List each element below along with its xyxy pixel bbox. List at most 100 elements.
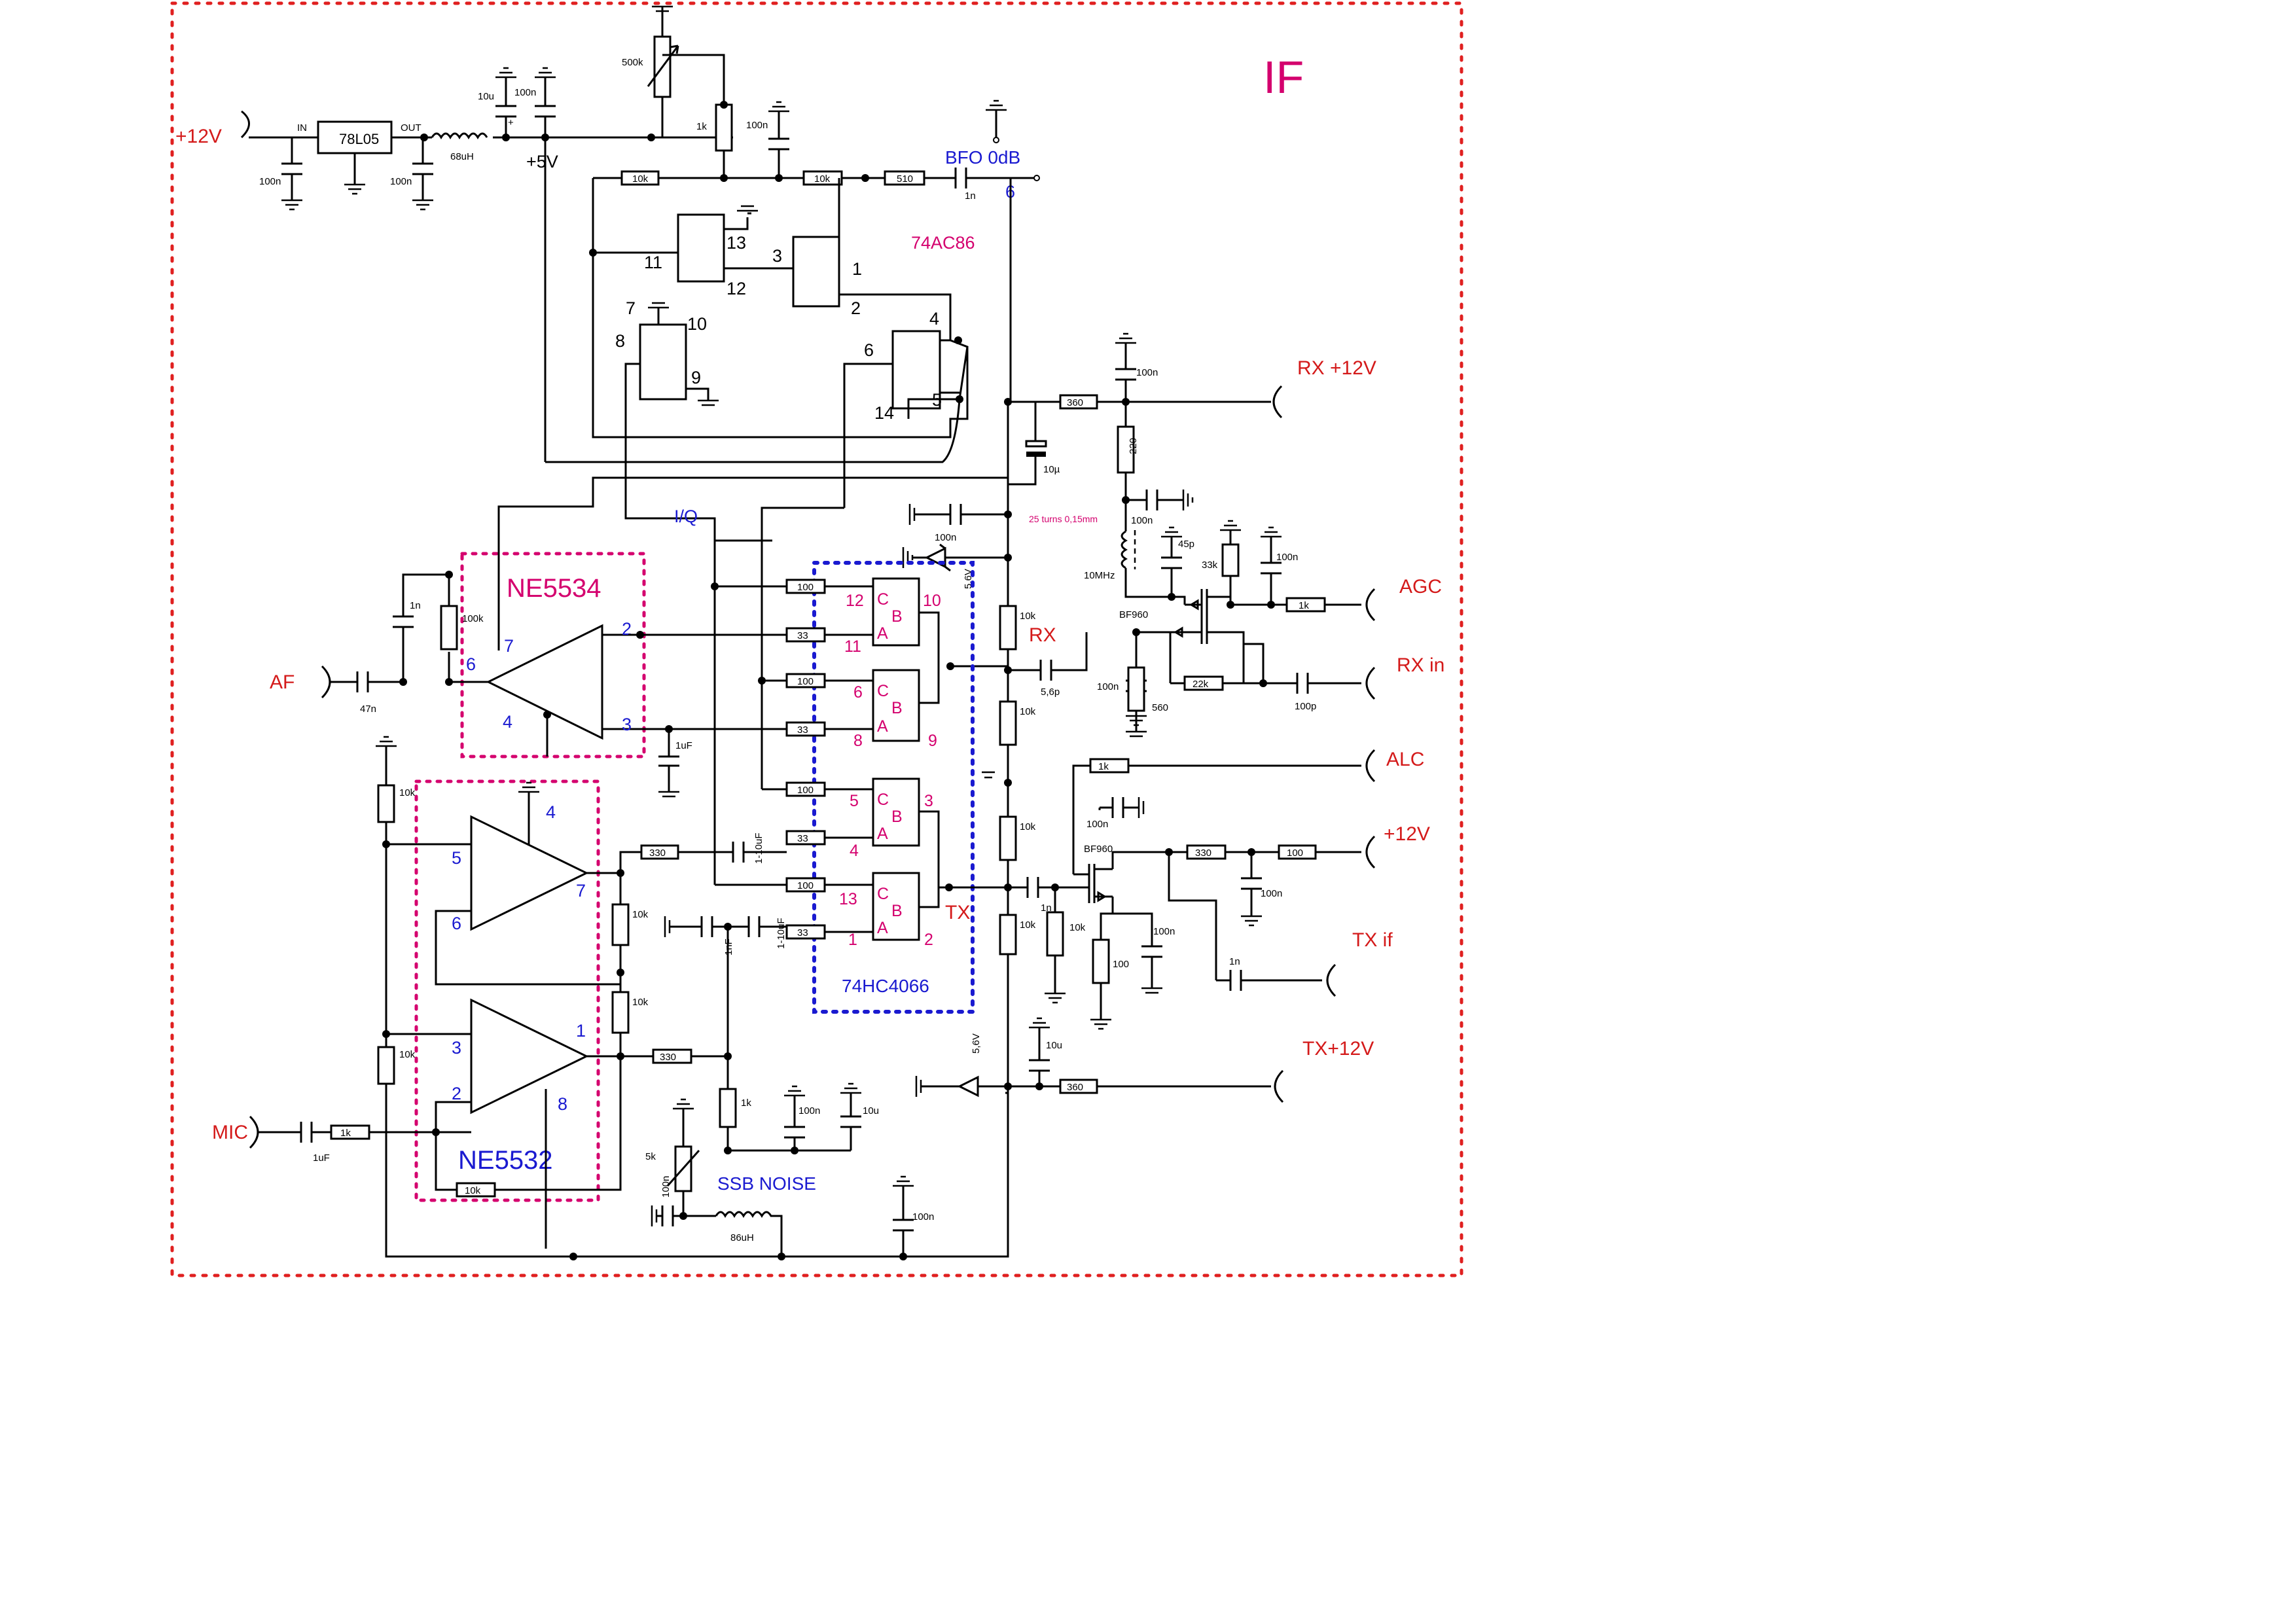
resistor-10k-m1 [611,903,630,946]
svg-text:22k: 22k [1193,679,1209,690]
opamp-mic-1 [470,815,589,931]
svg-text:1: 1 [576,1021,586,1041]
svg-text:8: 8 [853,732,863,750]
resistor-33k [1221,543,1240,577]
resistor-1k-mic [330,1124,370,1140]
svg-text:33k: 33k [1202,560,1218,571]
svg-text:10µ: 10µ [1043,464,1060,475]
svg-text:47n: 47n [360,704,376,715]
svg-text:3: 3 [924,792,933,810]
port-rx-in: RX in [1397,654,1444,676]
svg-text:10k: 10k [632,173,649,185]
svg-text:1n: 1n [965,190,976,202]
svg-text:7: 7 [576,881,586,901]
svg-text:1-10uF: 1-10uF [776,918,787,949]
svg-text:6: 6 [466,654,476,674]
resistor-10k-mfb [456,1182,496,1198]
switch-74hc4066: 74HC4066 C B A 12 10 11 C B A 6 9 8 C B … [674,507,1008,1014]
svg-text:C: C [877,791,889,809]
svg-text:13: 13 [726,233,746,253]
svg-text:100n: 100n [935,532,956,543]
svg-text:10k: 10k [1020,919,1036,931]
svg-text:78L05: 78L05 [339,131,379,147]
svg-text:100k: 100k [462,613,484,624]
svg-text:1k: 1k [741,1097,751,1109]
svg-text:1-10uF: 1-10uF [753,832,764,864]
svg-text:10k: 10k [1020,821,1036,832]
svg-text:8: 8 [558,1094,567,1114]
bfo-section: 500k 1k 100n 10k 10k 510 1n BFO 0dB 6 13… [545,5,1040,542]
svg-text:10k: 10k [399,787,416,798]
svg-text:100: 100 [797,880,814,891]
xor-gate-8 [639,323,687,401]
port-mic: MIC [212,1122,248,1143]
resistor-10k-v1 [999,605,1017,651]
chip-ne5532: NE5532 [458,1146,553,1175]
svg-text:330: 330 [1195,847,1211,859]
resistor-10k-b [802,170,843,186]
svg-text:10k: 10k [465,1185,481,1196]
port-alc: ALC [1386,749,1424,770]
resistor-360-tx [1059,1079,1098,1094]
svg-text:100n: 100n [912,1211,934,1222]
svg-text:B: B [891,808,903,826]
svg-text:5: 5 [850,792,859,810]
svg-text:100n: 100n [798,1105,820,1116]
resistor-100-src [1092,938,1110,984]
svg-text:1uF: 1uF [313,1152,330,1164]
svg-text:1k: 1k [1299,600,1309,611]
switch-1 [872,577,920,647]
board-frame [170,1,1463,1277]
svg-text:A: A [877,825,888,843]
resistor-330-tx [1186,844,1227,860]
svg-text:100n: 100n [1261,888,1282,899]
svg-text:C: C [877,682,889,700]
svg-text:100n: 100n [1136,367,1158,378]
svg-text:10k: 10k [1069,922,1086,933]
svg-text:10: 10 [923,592,941,610]
svg-text:33: 33 [797,630,808,641]
svg-text:11: 11 [644,253,662,272]
resistor-1k-agc [1285,597,1326,613]
resistor-10k-a [620,170,660,186]
svg-text:360: 360 [1067,397,1083,408]
svg-text:100: 100 [797,676,814,687]
port-bfo: BFO 0dB [945,147,1020,168]
svg-text:25 turns 0,15mm: 25 turns 0,15mm [1029,514,1098,524]
xor-gate-13 [677,213,725,283]
svg-text:10MHz: 10MHz [1084,570,1115,581]
svg-text:RX: RX [1029,624,1056,646]
svg-text:9: 9 [928,732,937,750]
svg-text:100n: 100n [660,1176,672,1198]
svg-text:100n: 100n [514,87,536,98]
label-iq: I/Q [674,507,698,526]
svg-text:1k: 1k [696,121,707,132]
svg-text:1: 1 [848,931,857,949]
svg-text:A: A [877,624,888,643]
svg-text:6: 6 [864,340,874,360]
port-agc: AGC [1399,576,1442,597]
svg-text:10u: 10u [863,1105,879,1116]
svg-text:14: 14 [874,403,894,423]
svg-text:10k: 10k [632,997,649,1008]
svg-text:1n: 1n [1229,956,1240,967]
svg-text:100: 100 [1287,847,1303,859]
svg-text:3: 3 [622,715,632,734]
board-title: IF [1263,52,1304,103]
svg-text:1n: 1n [1041,902,1052,914]
chip-box-ne5534 [460,552,646,758]
svg-text:6: 6 [452,914,461,933]
svg-text:330: 330 [660,1052,676,1063]
svg-text:1k: 1k [340,1128,351,1139]
svg-text:33: 33 [797,927,808,938]
svg-text:2: 2 [924,931,933,949]
svg-text:13: 13 [839,890,857,908]
cap-10mu [1025,440,1047,448]
svg-text:100n: 100n [1153,926,1175,937]
port-p12v-in: +12V [175,126,222,147]
svg-text:B: B [891,699,903,717]
bias-chain: 5,6V 100n 10k 10k 10k 10k [385,504,1036,1258]
xor-gate-6 [891,330,941,410]
svg-text:IN: IN [297,122,307,134]
svg-text:A: A [877,717,888,736]
